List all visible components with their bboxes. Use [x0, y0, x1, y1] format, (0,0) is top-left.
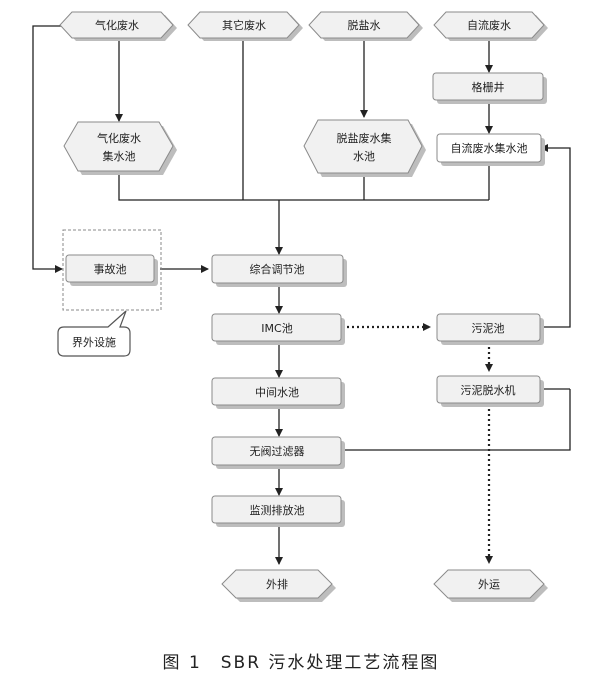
output-transport: 外运: [433, 569, 548, 602]
output-discharge: 外排: [221, 569, 336, 602]
sludge-dewatering-machine: 污泥脱水机: [436, 375, 544, 407]
offsite-callout: 界外设施: [57, 310, 131, 357]
discharge-label: 外排: [266, 577, 288, 591]
source-other-wastewater: 其它废水: [187, 11, 303, 41]
figure-caption: 图 1 SBR 污水处理工艺流程图: [163, 653, 440, 673]
desalt-collection-pool: 脱盐废水集 水池: [303, 119, 426, 177]
imc-pool: IMC池: [211, 313, 345, 345]
monitor-pool-label: 监测排放池: [250, 503, 305, 517]
transport-label: 外运: [478, 578, 500, 591]
offsite-callout-label: 界外设施: [72, 336, 116, 349]
source-gravity-wastewater: 自流废水: [433, 11, 548, 41]
filter-return-line: [340, 389, 571, 451]
accident-pool-label: 事故池: [94, 262, 127, 276]
sludge-dewater-label: 污泥脱水机: [461, 383, 516, 397]
gas-collect-label-2: 集水池: [103, 149, 136, 163]
sludge-pool: 污泥池: [436, 313, 544, 345]
source-gas-label: 气化废水: [95, 18, 139, 32]
equalization-pool-label: 综合调节池: [250, 262, 305, 276]
monitor-discharge-pool: 监测排放池: [211, 495, 345, 527]
valveless-filter-label: 无阀过滤器: [250, 444, 305, 458]
grille-well-label: 格栅井: [472, 80, 505, 94]
source-desalt-water: 脱盐水: [308, 11, 423, 41]
gas-bypass-line: [32, 25, 72, 273]
source-other-label: 其它废水: [222, 18, 266, 32]
middle-pool-label: 中间水池: [255, 386, 299, 399]
desalt-collect-label-2: 水池: [353, 150, 375, 163]
source-gravity-label: 自流废水: [467, 18, 511, 32]
desalt-collect-label-1: 脱盐废水集: [337, 131, 392, 145]
middle-pool: 中间水池: [211, 377, 345, 409]
offsite-boundary: [62, 229, 162, 311]
gas-collect-label-1: 气化废水: [97, 131, 141, 145]
gravity-collect-label: 自流废水集水池: [451, 141, 528, 155]
valveless-filter: 无阀过滤器: [211, 436, 345, 469]
grille-well: 格栅井: [432, 72, 547, 104]
gas-collect-down-line: [118, 172, 489, 201]
imc-pool-label: IMC池: [261, 322, 292, 335]
equalization-pool: 综合调节池: [211, 254, 347, 287]
sludge-pool-label: 污泥池: [472, 322, 505, 335]
source-desalt-label: 脱盐水: [348, 18, 381, 32]
source-gas-wastewater: 气化废水: [59, 11, 177, 41]
gas-collection-pool: 气化废水 集水池: [63, 121, 177, 175]
accident-pool: 事故池: [65, 254, 158, 286]
return-line: [540, 144, 571, 328]
gravity-collection-pool: 自流废水集水池: [436, 133, 545, 166]
